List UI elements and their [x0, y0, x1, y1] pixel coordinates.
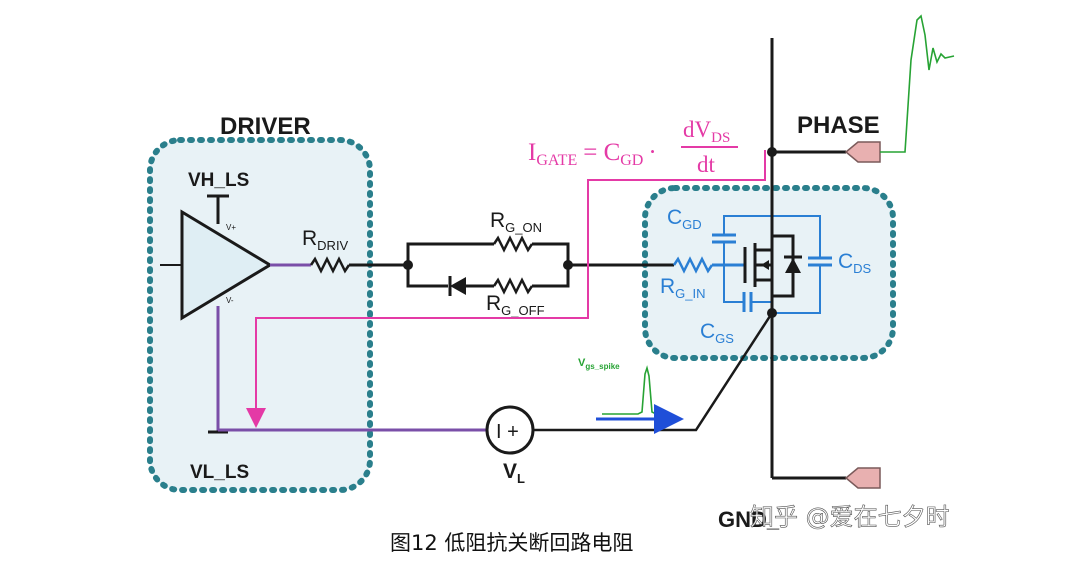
vgs-spike-waveform [602, 365, 672, 415]
rg-on-resistor [492, 235, 534, 253]
v-plus-label: V+ [226, 223, 236, 232]
gnd-label: GND_ [718, 507, 780, 532]
cds-label: CDS [838, 250, 872, 276]
rg-off-branch-wire [406, 265, 448, 288]
svg-text:IGATE= CGD·: IGATE= CGD· [528, 139, 657, 169]
cds-bottom-wire [772, 265, 821, 314]
mosfet-box [642, 185, 896, 361]
rg-off-resistor [492, 277, 534, 295]
cgs-label: CGS [700, 320, 734, 346]
rg-on-branch-wire-right [532, 242, 570, 265]
rg-off-label: RG_OFF [486, 292, 545, 318]
phase-connector [844, 141, 881, 163]
vh-ls-label: VH_LS [188, 170, 249, 191]
r-driv-resistor [309, 256, 351, 274]
cgs-wire [723, 265, 744, 303]
cgd-label: CGD [667, 206, 702, 232]
gnd-connector [844, 467, 881, 489]
v-minus-label: V- [226, 296, 234, 305]
body-diode [785, 258, 801, 273]
rg-in-label: RG_IN [660, 275, 706, 301]
driver-label: DRIVER [220, 113, 311, 140]
vl-label: VL [503, 460, 525, 486]
phase-waveform [880, 14, 955, 153]
phase-label: PHASE [797, 112, 880, 139]
rg-off-branch-wire-right [532, 265, 570, 288]
rg-off-diode [450, 277, 466, 295]
rg-on-branch-wire [406, 242, 494, 265]
source-return-wire [533, 312, 774, 432]
mosfet-body-arrow [761, 260, 769, 270]
vl-source-symbol: I + [496, 421, 519, 443]
svg-text:dVDS: dVDS [683, 117, 730, 146]
watermark: 知乎 @爱在七夕时 [750, 503, 950, 531]
svg-text:dt: dt [697, 152, 716, 177]
vgs-spike-label: Vgs_spike [578, 357, 620, 371]
r-driv-label: RDRIV [302, 227, 349, 253]
gate-current-formula: IGATE= CGD· dVDS dt [528, 117, 738, 177]
gate-current-path [246, 150, 766, 428]
rg-on-label: RG_ON [490, 209, 542, 235]
figure-caption: 图12 低阻抗关断回路电阻 [390, 531, 633, 555]
vl-ls-label: VL_LS [190, 462, 249, 483]
rg-in-resistor [672, 256, 714, 274]
